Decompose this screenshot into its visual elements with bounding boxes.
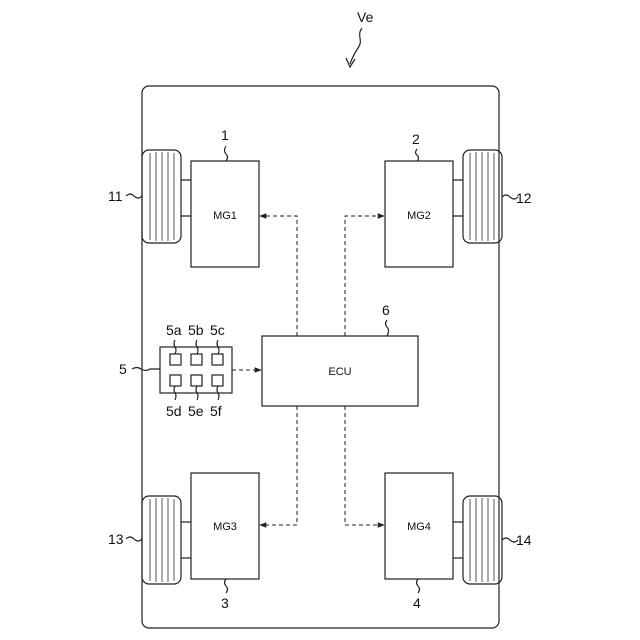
mg1-label: MG1 <box>213 210 237 222</box>
mg2-leader <box>416 149 419 161</box>
sensor-cell-5f <box>212 375 223 386</box>
sensor-unit-ref: 5 <box>119 361 127 377</box>
sensor-cell-5b <box>191 354 202 365</box>
vehicle-label: Ve <box>357 9 374 25</box>
sensor-cell-5a <box>170 354 181 365</box>
wheel-front-right <box>463 150 502 243</box>
mg1-ref: 1 <box>221 127 229 143</box>
sensor-unit-leader <box>132 368 160 371</box>
sensor-cell-5c-label: 5c <box>210 322 225 338</box>
signal-ecu-to-mg4 <box>345 406 384 525</box>
wheel-ref-rr: 14 <box>516 532 532 548</box>
wheel-ref-fl: 11 <box>108 188 123 204</box>
mg3-ref: 3 <box>221 595 229 611</box>
mg3-leader <box>225 579 228 593</box>
sensor-cell-5e <box>191 375 202 386</box>
ecu-ref: 6 <box>382 302 390 318</box>
sensor-cell-5d <box>170 375 181 386</box>
ecu-leader <box>386 320 389 336</box>
wheel-rear-right <box>463 496 502 584</box>
signal-ecu-to-mg2 <box>345 216 384 336</box>
sensor-cell-5c <box>212 354 223 365</box>
wheel-leader-fl <box>126 194 142 198</box>
mg3-label: MG3 <box>213 521 237 533</box>
wheel-front-left <box>142 150 181 243</box>
wheel-rear-left <box>142 496 181 584</box>
wheel-ref-rl: 13 <box>108 531 124 547</box>
mg1-leader <box>225 146 228 161</box>
mg2-ref: 2 <box>412 131 420 147</box>
signal-ecu-to-mg3 <box>260 406 297 525</box>
sensor-cell-leaders <box>174 340 219 400</box>
sensor-cell-5b-label: 5b <box>188 322 204 338</box>
sensor-cell-5f-label: 5f <box>210 403 222 419</box>
sensor-cell-5d-label: 5d <box>166 403 182 419</box>
mg2-label: MG2 <box>407 210 431 222</box>
wheel-leader-rl <box>126 537 142 541</box>
sensor-cell-5e-label: 5e <box>188 403 204 419</box>
mg4-leader <box>417 579 420 593</box>
wheel-ref-fr: 12 <box>516 190 532 206</box>
sensor-cell-5a-label: 5a <box>166 322 182 338</box>
axles <box>181 180 463 558</box>
signal-ecu-to-mg1 <box>260 216 297 336</box>
vehicle-pointer <box>350 28 362 64</box>
ecu-label: ECU <box>328 366 351 378</box>
vehicle-body <box>142 86 499 628</box>
mg4-label: MG4 <box>407 521 431 533</box>
mg4-ref: 4 <box>413 595 421 611</box>
